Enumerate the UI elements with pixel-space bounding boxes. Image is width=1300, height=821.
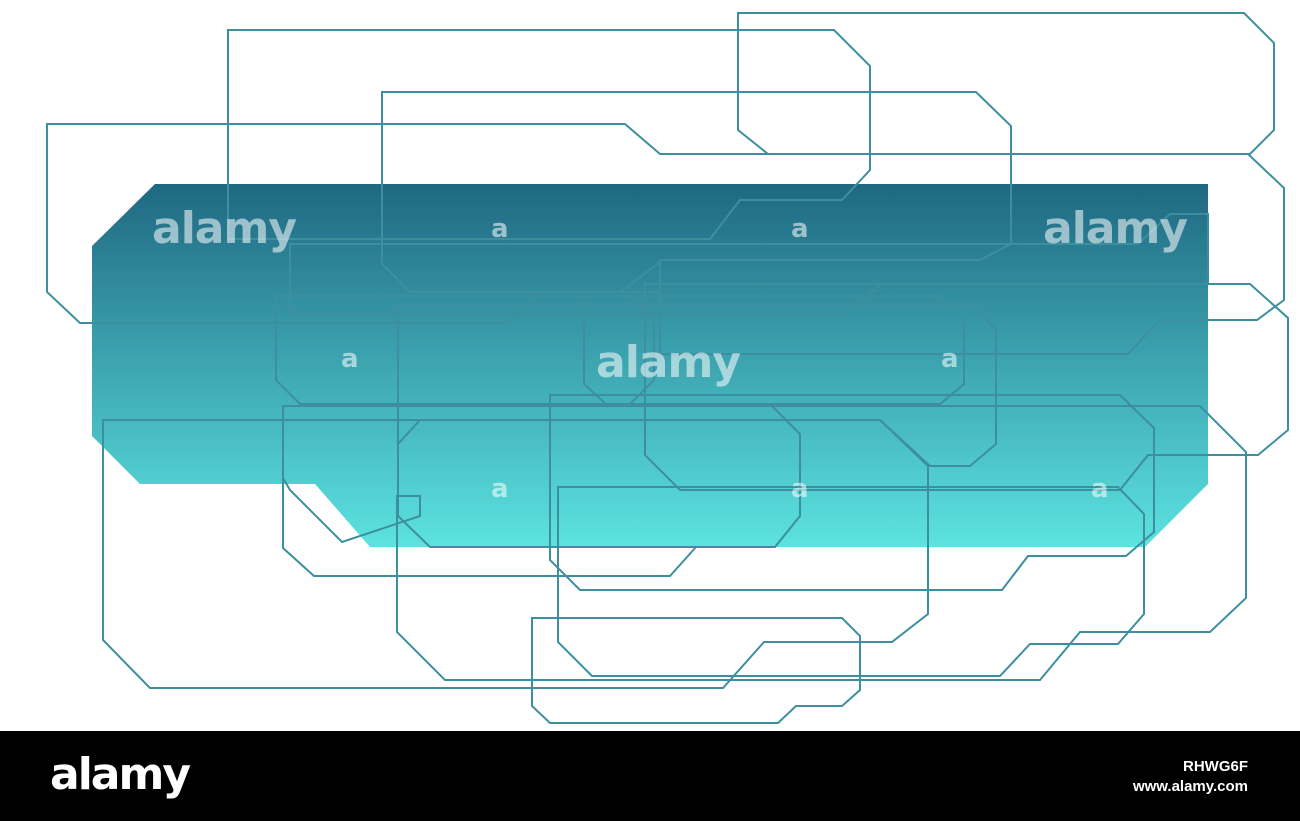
watermark-mark: a: [791, 474, 809, 504]
abstract-tech-shape-art: [46, 12, 1289, 724]
watermark-brand: alamy: [152, 203, 297, 254]
footer-image-info: RHWG6F www.alamy.com: [1133, 757, 1248, 797]
outline-shapes: [46, 12, 1289, 724]
gradient-banner: [92, 184, 1208, 547]
watermark-mark: a: [491, 474, 509, 504]
watermark-mark: a: [1091, 474, 1109, 504]
watermark-mark: a: [791, 214, 809, 244]
footer-logo: alamy: [50, 749, 191, 800]
site-url: www.alamy.com: [1132, 778, 1248, 795]
footer-bar: alamy RHWG6F www.alamy.com: [0, 731, 1300, 821]
watermark-brand: alamy: [1043, 203, 1188, 254]
image-id: RHWG6F: [1183, 758, 1248, 775]
watermark-mark: a: [491, 214, 509, 244]
watermark-mark: a: [941, 344, 959, 374]
watermark-brand: alamy: [596, 337, 741, 388]
watermark-mark: a: [341, 344, 359, 374]
